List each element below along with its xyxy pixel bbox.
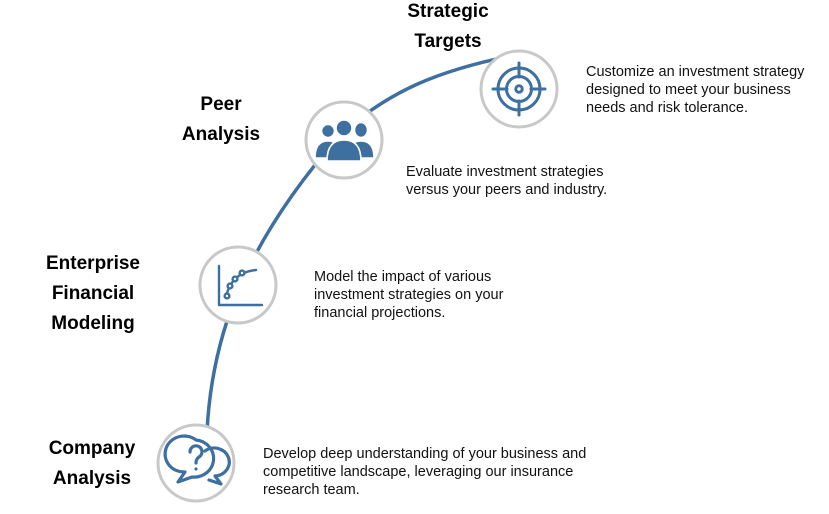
- step-node-enterprise-financial-modeling: [198, 245, 278, 325]
- title-line: Peer: [200, 94, 242, 115]
- description-line: Model the impact of various: [314, 269, 492, 285]
- step-description-company-analysis: Develop deep understanding of your busin…: [263, 445, 586, 499]
- description-line: designed to meet your business: [586, 82, 791, 98]
- step-description-peer-analysis: Evaluate investment strategies versus yo…: [406, 163, 607, 199]
- step-node-strategic-targets: [479, 49, 559, 129]
- step-title-strategic-targets: Strategic Targets: [378, 0, 518, 57]
- step-description-strategic-targets: Customize an investment strategy designe…: [586, 63, 804, 117]
- title-line: Financial: [51, 283, 135, 304]
- title-line: Analysis: [52, 468, 132, 489]
- step-circle: [479, 49, 559, 129]
- title-line: Analysis: [181, 124, 261, 145]
- step-title-company-analysis: Company Analysis: [22, 434, 162, 494]
- description-line: versus your peers and industry.: [406, 182, 608, 198]
- people-group-icon: [314, 119, 375, 162]
- description-line: Customize an investment strategy: [586, 64, 805, 80]
- description-line: needs and risk tolerance.: [586, 100, 749, 116]
- description-line: financial projections.: [314, 305, 446, 321]
- title-line: Strategic: [407, 1, 489, 22]
- title-line: Targets: [414, 31, 482, 52]
- step-description-enterprise-financial-modeling: Model the impact of various investment s…: [314, 268, 503, 322]
- line-chart-icon: [217, 264, 264, 307]
- description-line: competitive landscape, leveraging our in…: [263, 464, 574, 480]
- title-line: Enterprise: [46, 253, 140, 274]
- target-icon: [491, 61, 547, 117]
- description-line: research team.: [263, 482, 360, 498]
- description-line: Evaluate investment strategies: [406, 164, 604, 180]
- step-node-company-analysis: [156, 423, 236, 503]
- question-chat-icon: [163, 434, 231, 486]
- step-circle: [198, 245, 278, 325]
- title-line: Modeling: [51, 313, 135, 334]
- step-title-peer-analysis: Peer Analysis: [151, 90, 291, 150]
- description-line: investment strategies on your: [314, 287, 504, 303]
- title-line: Company: [48, 438, 136, 459]
- step-node-peer-analysis: [304, 100, 384, 180]
- description-line: Develop deep understanding of your busin…: [263, 446, 587, 462]
- step-title-enterprise-financial-modeling: Enterprise Financial Modeling: [18, 249, 168, 339]
